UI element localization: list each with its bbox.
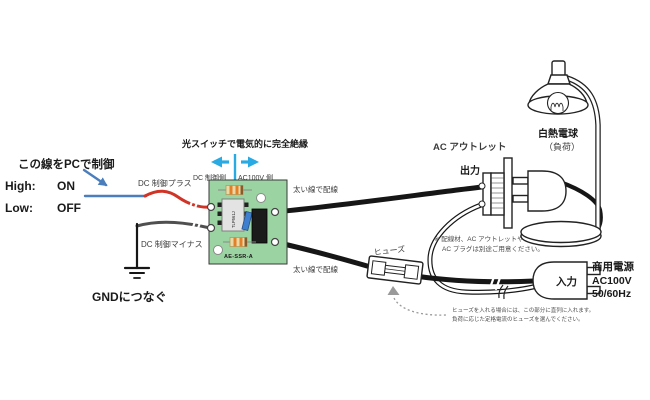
load-label-line2: （負荷）	[544, 141, 580, 152]
optocoupler-ic: TLP561J	[217, 198, 249, 232]
pc-arrow-icon	[82, 168, 108, 187]
isolation-header: 光スイッチで電気的に完全絶縁 DC 制御側 AC100V 側	[181, 138, 308, 182]
wire-break-mark	[494, 273, 503, 291]
fuse-label: ヒューズ	[373, 244, 405, 257]
board-name: AE-SSR-A	[224, 254, 253, 260]
input-label: 入力	[556, 275, 577, 288]
outlet-note-line2: AC プラグは別途ご用意ください。	[442, 244, 544, 253]
wire-break-mark	[498, 284, 504, 299]
terminal-pad	[270, 237, 280, 247]
thick-wire-bottom-1	[272, 239, 377, 271]
outlet-body	[482, 172, 492, 216]
dc-minus-wire	[135, 220, 212, 230]
outlet-output-label: 出力	[460, 164, 480, 177]
power-source-line3: 50/60Hz	[592, 288, 631, 300]
thick-wire-bottom-2	[412, 273, 537, 285]
wire-break-mark	[503, 285, 509, 300]
wire-break-mark	[188, 194, 196, 209]
input-plug: 入力	[532, 261, 601, 300]
outlet-note-line1: ※ 配線材、AC アウトレットや	[434, 234, 524, 243]
wire-break-mark	[190, 217, 198, 232]
isolation-title: 光スイッチで電気的に完全絶縁	[181, 138, 308, 149]
dc-minus-label: DC 制御マイナス	[141, 239, 203, 249]
terminal-pad	[270, 207, 280, 217]
mounting-hole	[256, 193, 266, 203]
ic-label: TLP561J	[231, 211, 236, 228]
resistor-r2	[223, 237, 256, 247]
load-label-line1: 白熱電球	[538, 127, 579, 140]
wire-break-mark	[488, 272, 497, 290]
pc-control-annotation: この線をPCで制御 High: ON Low: OFF	[5, 157, 115, 215]
fuse-note-line2: 負荷に応じた定格電流のヒューズを選んでください。	[452, 315, 583, 323]
outlet-hatch	[491, 177, 504, 209]
high-value: ON	[57, 179, 75, 193]
resistor-r1	[218, 185, 252, 195]
thick-wire-top	[272, 184, 485, 215]
capacitor	[241, 211, 253, 231]
terminal-pad	[206, 202, 216, 212]
dc-side-label: DC 制御側	[193, 173, 226, 182]
lamp-base	[520, 220, 602, 248]
wire-break-mark	[195, 218, 203, 233]
mounting-hole	[213, 245, 223, 255]
thick-wire-top-label: 太い線で配線	[293, 184, 338, 194]
ac-outlet: AC アウトレット 出力	[433, 142, 513, 229]
lamp-arm	[566, 75, 601, 230]
outlet-terminal	[478, 182, 486, 190]
low-label: Low:	[5, 201, 33, 215]
terminal-pad	[206, 223, 216, 233]
lamp-bulb	[546, 91, 570, 115]
power-source: 商用電源 AC100V 50/60Hz	[592, 260, 634, 300]
low-value: OFF	[57, 201, 81, 215]
ground-symbol-icon	[123, 266, 151, 279]
desk-lamp: 白熱電球 （負荷）	[520, 60, 603, 248]
outlet-terminal	[478, 200, 486, 208]
wire-break-mark	[193, 195, 201, 210]
dc-plus-label: DC 制御プラス	[138, 178, 192, 188]
outlet-plate	[503, 157, 513, 229]
pc-control-title: この線をPCで制御	[18, 157, 115, 171]
fuse-note-line1: ヒューズを入れる場合には、この部分に直列に入れます。	[452, 306, 594, 314]
thick-wire-bottom-label: 太い線で配線	[293, 264, 338, 274]
high-label: High:	[5, 179, 36, 193]
gnd-label: GNDにつなぐ	[92, 290, 167, 304]
dc-control-wiring: DC 制御プラス DC 制御マイナス GNDにつなぐ	[83, 178, 212, 304]
power-source-line2: AC100V	[592, 275, 632, 287]
ssr-board: TLP561J AE-SSR-A	[206, 179, 288, 265]
load-plug	[512, 170, 567, 212]
dc-plus-wire	[143, 189, 212, 209]
fuse	[366, 255, 424, 285]
ac-side-label: AC100V 側	[238, 173, 273, 182]
triac	[251, 208, 268, 244]
power-source-line1: 商用電源	[592, 260, 634, 273]
outlet-face	[490, 172, 505, 216]
fuse-pointer-arrow-icon	[387, 286, 447, 316]
outlet-label: AC アウトレット	[433, 142, 506, 153]
